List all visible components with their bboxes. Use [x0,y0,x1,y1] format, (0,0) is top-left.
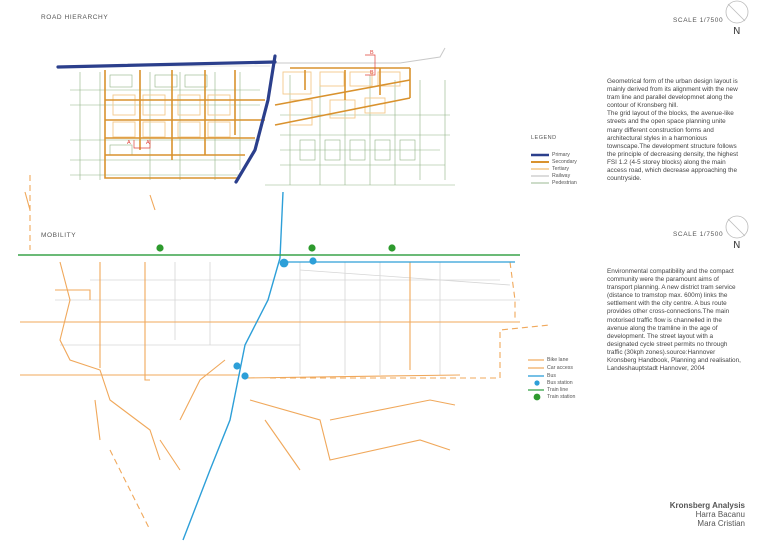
legend-primary-label: Primary [552,152,570,158]
legend-pedestrian-label: Pedestrian [552,180,577,186]
legend-train-line-label: Train line [547,387,569,393]
legend-bike-lane-label: Bike lane [547,357,569,363]
legend-car-access-label: Car access [547,365,573,371]
mobility-north-label: N [733,240,741,251]
legend-tertiary-label: Tertiary [552,166,570,172]
legend-secondary-label: Secondary [552,159,577,165]
mobility-legend-swatches [528,359,544,401]
north-arrow-top [725,0,749,24]
road-hierarchy-north-label: N [733,26,741,37]
section-marker-b-bottom: B [370,70,374,76]
mobility-title: MOBILITY [41,232,77,239]
road-hierarchy-map [56,47,455,186]
legend-bus-station-label: Bus station [547,380,573,386]
credits-title: Kronsberg Analysis [669,501,745,510]
mobility-description: Environmental compatibility and the comp… [607,268,741,373]
section-marker-b-top: B [370,50,374,56]
road-hierarchy-legend-title: LEGEND [531,135,557,141]
legend-railway-label: Railway [552,173,571,179]
mobility-map [18,175,551,541]
section-marker-a-left: A [127,140,131,146]
credits-block: Kronsberg Analysis Harra Bacanu Mara Cri… [545,501,745,528]
road-hierarchy-title: ROAD HIERARCHY [41,14,109,21]
credits-author-1: Harra Bacanu [695,510,745,519]
credits-author-2: Mara Cristian [697,519,745,528]
section-marker-a-right: A [146,140,150,146]
road-hierarchy-legend-swatches [531,153,549,184]
north-arrow-bottom [725,215,749,239]
road-hierarchy-scale: SCALE 1/7500 [673,17,724,24]
legend-bus-label: Bus [547,373,556,379]
legend-train-station-label: Train station [547,394,576,400]
road-hierarchy-description: Geometrical form of the urban design lay… [607,78,738,183]
mobility-scale: SCALE 1/7500 [673,231,724,238]
